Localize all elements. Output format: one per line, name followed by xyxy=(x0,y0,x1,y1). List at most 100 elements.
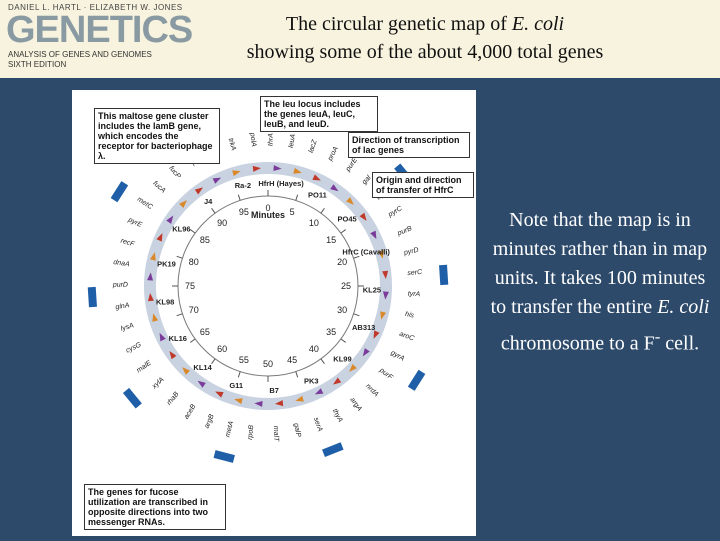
gene-label: purB xyxy=(396,225,414,237)
origin-arrow-mark xyxy=(359,212,367,222)
minute-label: 50 xyxy=(263,359,273,369)
gene-label: gyrA xyxy=(389,350,405,363)
gene-label: argB xyxy=(204,413,216,430)
minute-tick xyxy=(211,208,216,214)
lac-callout: Direction of transcription of lac genes xyxy=(348,132,470,158)
gene-label: xylA xyxy=(150,376,165,391)
minute-label: 45 xyxy=(287,355,297,365)
strain-label: KL96 xyxy=(172,224,190,233)
gene-label: argA xyxy=(348,397,363,413)
origin-arrow-mark xyxy=(166,215,174,224)
minute-scale-circle xyxy=(177,195,359,377)
gene-label: aroC xyxy=(398,331,416,343)
gene-label: galP xyxy=(292,423,302,438)
gene-label: dnaA xyxy=(113,259,130,268)
gene-label: pyrE xyxy=(126,216,143,229)
origin-arrow-mark xyxy=(179,200,187,208)
gene-label: recF xyxy=(120,238,136,249)
gene-label: purF xyxy=(377,366,394,381)
origin-arrow-mark xyxy=(232,170,241,177)
strain-label: HfrH (Hayes) xyxy=(258,179,304,188)
minute-tick xyxy=(295,194,299,201)
strain-label: PK3 xyxy=(304,377,319,386)
strain-label: J4 xyxy=(204,197,213,206)
gene-label: nrdA xyxy=(364,383,380,399)
operon-box xyxy=(322,442,344,458)
minute-label: 0 xyxy=(265,203,270,213)
hfrc-callout: Origin and direction of transfer of HfrC xyxy=(372,172,474,198)
origin-arrow-mark xyxy=(215,391,224,398)
logo-subtitle: ANALYSIS OF GENES AND GENOMES xyxy=(8,50,152,59)
gene-label: purD xyxy=(112,282,128,289)
origin-arrow-mark xyxy=(156,233,163,242)
minute-tick xyxy=(353,255,360,259)
logo-authors: DANIEL L. HARTL · ELIZABETH W. JONES xyxy=(8,3,183,12)
strain-label: KL25 xyxy=(363,285,381,294)
origin-arrow-mark xyxy=(346,197,354,205)
gene-label: tyrA xyxy=(408,291,421,299)
gene-label: malE xyxy=(136,360,153,375)
origin-arrow-mark xyxy=(159,332,166,342)
gene-label: lacZ xyxy=(308,138,319,153)
minute-label: 70 xyxy=(189,305,199,315)
note-superscript: - xyxy=(654,327,661,346)
minute-tick xyxy=(340,338,346,343)
minute-tick xyxy=(211,358,216,364)
gene-label: serC xyxy=(407,269,423,277)
minute-tick xyxy=(353,313,360,317)
origin-arrow-mark xyxy=(373,330,380,339)
gene-label: leuA xyxy=(288,133,297,148)
gene-label: lysA xyxy=(120,322,135,333)
chromosome-ring xyxy=(144,162,392,410)
minute-tick xyxy=(340,229,346,234)
origin-arrow-mark xyxy=(332,377,342,385)
title-prefix: The circular genetic map of xyxy=(285,13,512,35)
strain-label: KL14 xyxy=(193,363,212,372)
minute-tick xyxy=(320,358,325,364)
minute-label: 55 xyxy=(239,355,249,365)
maltose-callout: This maltose gene cluster includes the l… xyxy=(94,108,220,164)
leu-callout: The leu locus includes the genes leuA, l… xyxy=(260,96,378,132)
strain-label: HfrC (Cavalli) xyxy=(342,248,390,257)
gene-label: thrA xyxy=(267,133,274,146)
origin-arrow-mark xyxy=(312,174,321,181)
strain-label: B7 xyxy=(269,386,279,395)
minute-label: 75 xyxy=(185,281,195,291)
minute-label: 15 xyxy=(326,235,336,245)
origin-arrow-mark xyxy=(330,184,339,192)
origin-arrow-mark xyxy=(295,395,304,402)
origin-arrow-mark xyxy=(254,400,263,407)
minute-tick xyxy=(237,371,241,378)
note-part-c: cell. xyxy=(660,332,700,355)
minute-label: 95 xyxy=(239,207,249,217)
gene-label: proA xyxy=(326,145,340,163)
strain-label: G11 xyxy=(229,381,243,390)
gene-label: his xyxy=(404,311,415,320)
gene-label: purE xyxy=(344,156,359,173)
operon-box xyxy=(213,450,235,463)
origin-arrow-mark xyxy=(382,291,389,300)
origin-arrow-mark xyxy=(252,165,262,172)
origin-arrow-mark xyxy=(314,388,324,395)
strain-label: AB313 xyxy=(352,323,375,332)
gene-label: aceB xyxy=(183,403,197,421)
minute-label: 30 xyxy=(337,305,347,315)
gene-label: metC xyxy=(136,196,155,212)
origin-arrow-mark xyxy=(377,250,384,259)
logo-edition: SIXTH EDITION xyxy=(8,60,67,69)
origin-arrow-mark xyxy=(274,400,284,407)
minute-tick xyxy=(320,208,325,214)
minute-label: 60 xyxy=(217,344,227,354)
gene-label: glnA xyxy=(115,302,130,311)
gene-label: trkA xyxy=(227,137,237,151)
origin-arrow-mark xyxy=(169,350,177,360)
slide-title: The circular genetic map of E. coli show… xyxy=(190,10,660,66)
gene-label: malT xyxy=(272,426,280,443)
title-italic: E. coli xyxy=(511,13,565,35)
origin-arrow-mark xyxy=(293,167,302,174)
operon-box xyxy=(87,286,97,308)
note-text: Note that the map is in minutes rather t… xyxy=(488,206,712,359)
origin-arrow-mark xyxy=(149,252,156,261)
logo-wordmark: GENETICS xyxy=(6,9,193,51)
